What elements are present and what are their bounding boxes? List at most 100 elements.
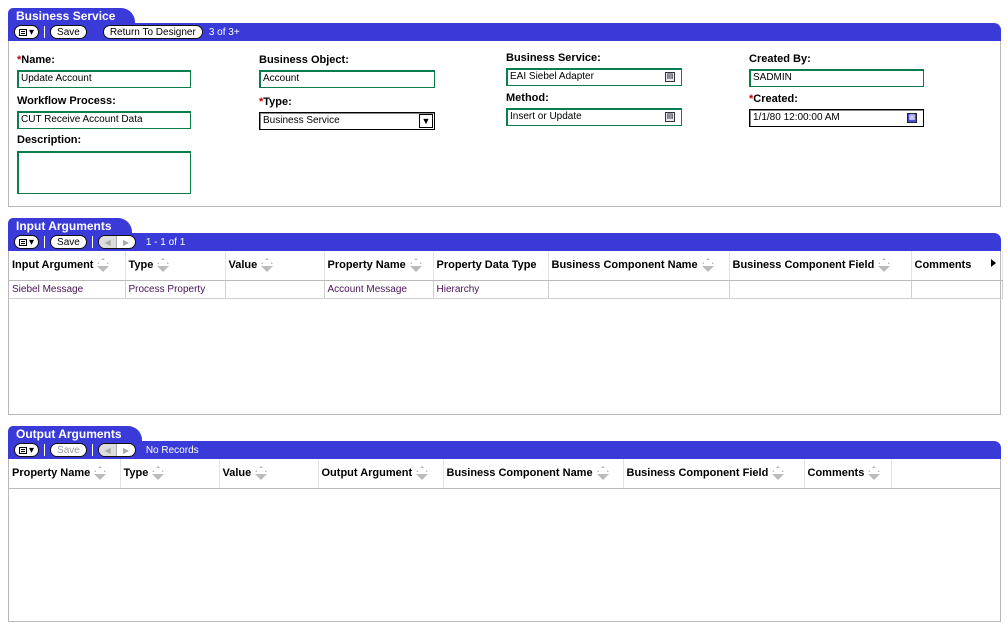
applet-title: Input Arguments — [8, 218, 132, 235]
return-to-designer-button[interactable]: Return To Designer — [102, 25, 203, 39]
created-by-label: Created By: — [749, 53, 811, 65]
column-header[interactable]: Type — [120, 459, 220, 489]
input-arguments-applet: Input Arguments ▾ Save ◀▶ 1 - 1 of 1 Inp… — [8, 218, 1003, 415]
column-header[interactable]: Input Argument — [9, 251, 126, 281]
sort-icon[interactable] — [93, 466, 107, 481]
created-field[interactable]: 1/1/80 12:00:00 AM▦ — [749, 109, 924, 127]
next-record-icon: ▶ — [123, 445, 130, 455]
table-header-row: Input Argument Type Value Property Name … — [9, 251, 1003, 281]
sort-icon[interactable] — [415, 466, 429, 481]
toolbar-separator — [44, 26, 46, 38]
record-count: No Records — [145, 444, 199, 456]
sort-icon[interactable] — [151, 466, 165, 481]
record-navigation: ◀▶ — [97, 443, 136, 457]
menu-button[interactable]: ▾ — [14, 443, 40, 457]
sort-icon[interactable] — [771, 466, 785, 481]
business-object-label: Business Object: — [259, 54, 349, 66]
created-by-field: SADMIN — [749, 69, 924, 87]
record-navigation[interactable]: ◀▶ — [97, 235, 136, 249]
prev-record-icon[interactable]: ◀ — [98, 236, 118, 248]
save-button[interactable]: Save — [50, 25, 87, 39]
column-header[interactable]: Output Argument — [318, 459, 444, 489]
description-field[interactable] — [17, 151, 191, 194]
sort-icon[interactable] — [877, 258, 891, 273]
workflow-process-field[interactable]: CUT Receive Account Data — [17, 111, 191, 129]
table-cell[interactable] — [729, 280, 912, 299]
sort-icon[interactable] — [254, 466, 268, 481]
table-cell[interactable]: Hierarchy — [433, 280, 549, 299]
column-header[interactable]: Business Component Field — [729, 251, 912, 281]
toolbar-separator — [44, 444, 46, 456]
column-header[interactable]: Business Component Name — [548, 251, 730, 281]
created-label: *Created: — [749, 93, 798, 105]
column-header[interactable]: Business Component Name — [443, 459, 624, 489]
name-field[interactable]: Update Account — [17, 70, 191, 88]
menu-icon — [19, 238, 27, 246]
column-header[interactable]: Property Data Type — [433, 251, 549, 281]
sort-icon[interactable] — [409, 258, 422, 273]
table-cell[interactable] — [548, 280, 730, 299]
record-count: 1 - 1 of 1 — [145, 236, 186, 248]
column-header[interactable]: Property Name — [324, 251, 434, 281]
column-header[interactable]: Value — [225, 251, 325, 281]
business-service-applet: Business Service ▾ Save Return To Design… — [8, 8, 1001, 208]
next-record-icon[interactable]: ▶ — [123, 237, 130, 247]
calendar-icon[interactable]: ▦ — [907, 113, 917, 123]
column-header[interactable]: Type — [125, 251, 226, 281]
sort-icon[interactable] — [156, 258, 170, 273]
business-object-field[interactable]: Account — [259, 70, 435, 88]
list-body: Property Name Type Value Output Argument… — [8, 459, 1001, 622]
business-service-field[interactable]: EAI Siebel Adapter▤ — [506, 68, 682, 86]
table-header-row: Property Name Type Value Output Argument… — [9, 459, 1000, 489]
column-header[interactable]: Comments — [911, 251, 1003, 281]
column-header[interactable]: Value — [219, 459, 319, 489]
scroll-right-icon[interactable] — [990, 259, 996, 267]
table-row[interactable]: Siebel Message Process Property Account … — [9, 280, 1003, 299]
menu-icon — [19, 28, 27, 36]
table-cell[interactable] — [911, 280, 1003, 299]
output-arguments-applet: Output Arguments ▾ Save ◀▶ No Records Pr… — [8, 426, 1001, 622]
table-cell[interactable]: Siebel Message — [9, 280, 126, 299]
dropdown-arrow-icon[interactable]: ▼ — [419, 114, 433, 128]
table-cell[interactable] — [225, 280, 325, 299]
method-field[interactable]: Insert or Update▤ — [506, 108, 682, 126]
column-header[interactable]: Comments — [804, 459, 892, 489]
type-select[interactable]: Business Service▼ — [259, 112, 435, 130]
applet-title: Output Arguments — [8, 426, 142, 443]
form-body: *Name: Update Account Workflow Process: … — [8, 41, 1001, 207]
input-arguments-table: Input Argument Type Value Property Name … — [9, 251, 1003, 299]
sort-icon[interactable] — [596, 466, 609, 481]
column-header[interactable]: Property Name — [9, 459, 121, 489]
list-body: Input Argument Type Value Property Name … — [8, 251, 1003, 415]
toolbar-separator — [91, 444, 93, 456]
name-label: *Name: — [17, 54, 55, 66]
method-label: Method: — [506, 92, 549, 104]
toolbar-separator — [44, 236, 46, 248]
sort-icon[interactable] — [701, 258, 714, 273]
pick-icon[interactable]: ▤ — [665, 112, 675, 122]
table-cell[interactable]: Account Message — [324, 280, 434, 299]
applet-toolbar: ▾ Save ◀▶ 1 - 1 of 1 — [8, 233, 1001, 251]
business-service-label: Business Service: — [506, 52, 601, 64]
sort-icon[interactable] — [867, 466, 881, 481]
save-button[interactable]: Save — [50, 235, 87, 249]
pick-icon[interactable]: ▤ — [665, 72, 675, 82]
column-header-filler — [891, 459, 1000, 489]
applet-toolbar: ▾ Save Return To Designer 3 of 3+ — [8, 23, 1001, 41]
menu-button[interactable]: ▾ — [14, 235, 40, 249]
save-button: Save — [50, 443, 87, 457]
output-arguments-table: Property Name Type Value Output Argument… — [9, 459, 1000, 489]
menu-button[interactable]: ▾ — [14, 25, 40, 39]
prev-record-icon: ◀ — [98, 444, 118, 456]
applet-toolbar: ▾ Save ◀▶ No Records — [8, 441, 1001, 459]
workflow-process-label: Workflow Process: — [17, 95, 116, 107]
applet-title: Business Service — [8, 8, 136, 25]
description-label: Description: — [17, 134, 82, 146]
table-cell[interactable]: Process Property — [125, 280, 226, 299]
column-header[interactable]: Business Component Field — [623, 459, 805, 489]
sort-icon[interactable] — [96, 258, 110, 273]
sort-icon[interactable] — [260, 258, 274, 273]
record-count: 3 of 3+ — [208, 26, 240, 38]
type-label: *Type: — [259, 96, 292, 108]
toolbar-separator — [91, 236, 93, 248]
